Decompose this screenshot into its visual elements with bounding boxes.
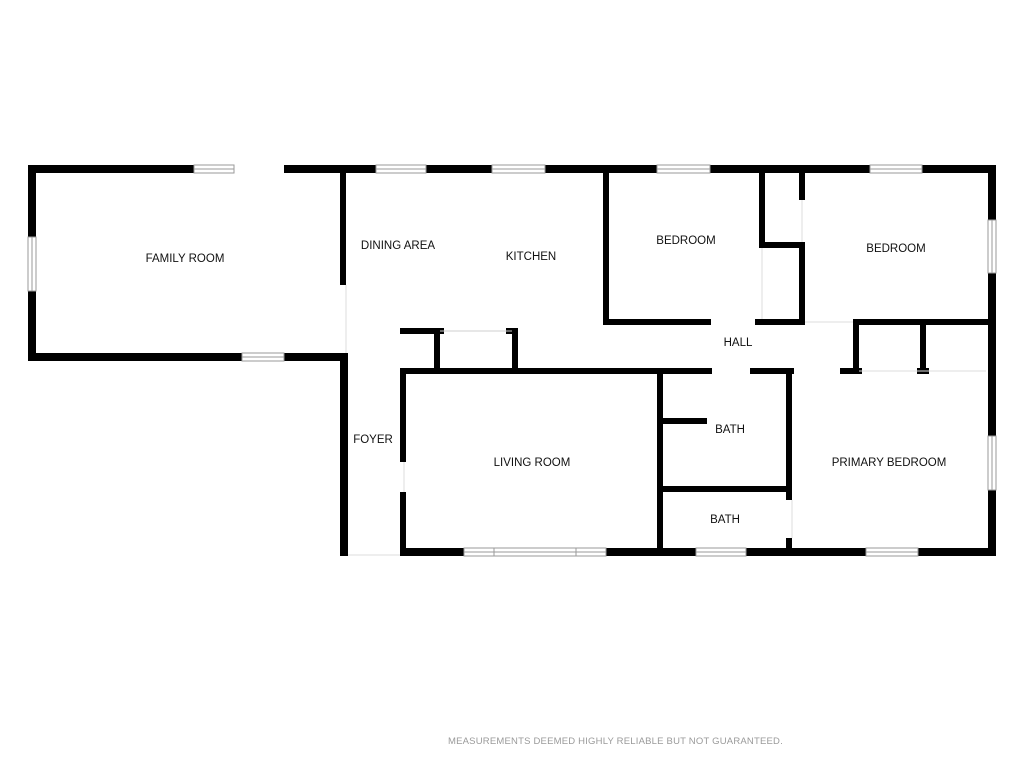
window [241, 352, 285, 362]
wall [759, 242, 805, 248]
wall [799, 242, 805, 325]
wall [755, 319, 805, 325]
wall [710, 165, 870, 173]
room-labels: FAMILY ROOM DINING AREA KITCHEN BEDROOM … [146, 235, 947, 526]
window [491, 164, 546, 174]
wall [786, 538, 792, 556]
interior-walls [340, 165, 996, 556]
wall [750, 368, 794, 374]
wall [661, 418, 707, 424]
room-label-family-room: FAMILY ROOM [146, 253, 225, 265]
window [27, 236, 37, 292]
window [865, 547, 919, 557]
room-label-bedroom-1: BEDROOM [656, 235, 715, 247]
wall [606, 548, 696, 556]
room-label-bedroom-2: BEDROOM [866, 243, 925, 255]
wall [28, 291, 36, 361]
wall [922, 165, 996, 173]
openings [345, 200, 986, 556]
wall [28, 353, 242, 361]
window [987, 435, 997, 491]
wall [661, 486, 792, 492]
window [193, 164, 235, 174]
window [656, 164, 711, 174]
room-label-living-room: LIVING ROOM [494, 457, 571, 469]
room-label-bath-1: BATH [715, 424, 745, 436]
wall [920, 319, 926, 374]
disclaimer-text: MEASUREMENTS DEEMED HIGHLY RELIABLE BUT … [448, 736, 783, 747]
wall [400, 548, 464, 556]
wall [340, 353, 348, 556]
wall [434, 328, 440, 370]
wall [746, 548, 866, 556]
wall [545, 165, 657, 173]
window [375, 164, 427, 174]
wall [603, 319, 711, 325]
window [987, 219, 997, 274]
room-label-hall: HALL [724, 337, 753, 349]
window [695, 547, 747, 557]
room-label-primary-bedroom: PRIMARY BEDROOM [832, 457, 947, 469]
wall [512, 328, 518, 370]
wall [340, 165, 346, 285]
room-label-bath-2: BATH [710, 514, 740, 526]
wall [426, 165, 492, 173]
wall [400, 328, 444, 334]
wall [28, 165, 36, 237]
wall [918, 548, 996, 556]
wall [400, 368, 712, 374]
window [463, 547, 607, 557]
wall [799, 172, 805, 200]
wall [853, 319, 859, 374]
wall [988, 490, 996, 556]
wall [284, 353, 348, 361]
room-label-foyer: FOYER [353, 434, 393, 446]
room-label-kitchen: KITCHEN [506, 251, 556, 263]
wall [840, 368, 862, 374]
windows [27, 164, 997, 557]
window [869, 164, 923, 174]
wall [603, 172, 609, 324]
wall [988, 165, 996, 220]
wall [28, 165, 194, 173]
exterior-walls [28, 165, 996, 556]
wall [400, 368, 406, 462]
wall [988, 273, 996, 436]
wall [400, 492, 406, 556]
room-label-dining-area: DINING AREA [361, 240, 435, 252]
wall [786, 372, 792, 500]
wall [759, 172, 765, 248]
wall [657, 372, 663, 556]
wall [284, 165, 376, 173]
